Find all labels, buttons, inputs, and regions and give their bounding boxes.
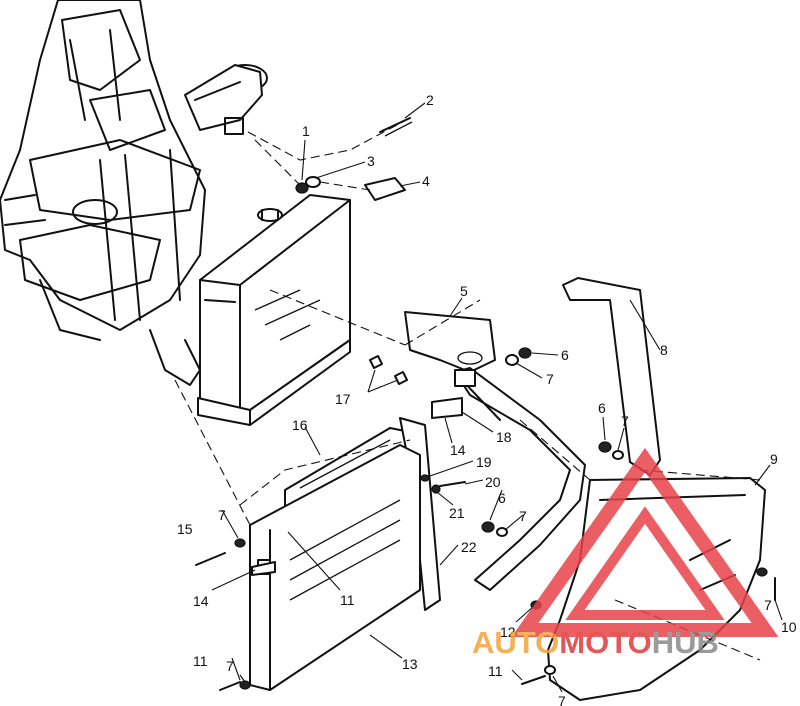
callout-11c: 11: [340, 592, 355, 608]
callout-6c: 6: [498, 490, 506, 506]
callout-2: 2: [426, 92, 434, 108]
callout-22: 22: [461, 539, 477, 555]
callout-11b: 11: [488, 663, 503, 679]
callout-8: 8: [660, 342, 668, 358]
callout-17: 17: [335, 391, 351, 407]
callout-15: 15: [177, 521, 193, 537]
callout-19: 19: [476, 454, 492, 470]
radiator: [197, 194, 351, 426]
callout-14b: 14: [450, 442, 466, 458]
frame-assembly: [0, 0, 268, 386]
callout-1: 1: [302, 123, 310, 139]
callout-6: 6: [561, 347, 569, 363]
callout-labels: 1 2 3 4 5 6 7 8 6 7 9 10 11 11 11 12 13 …: [177, 92, 797, 706]
callout-7g: 7: [764, 597, 772, 613]
callout-13: 13: [402, 656, 418, 672]
callout-3: 3: [367, 153, 375, 169]
callout-9: 9: [770, 451, 778, 467]
fasteners: [195, 117, 776, 691]
callout-6b: 6: [598, 400, 606, 416]
callout-21: 21: [449, 505, 465, 521]
callout-12: 12: [500, 624, 516, 640]
callout-7d: 7: [218, 507, 226, 523]
callout-14a: 14: [193, 593, 209, 609]
callout-4: 4: [422, 173, 430, 189]
watermark-text: AUTOMOTOHUB: [472, 625, 719, 660]
callout-7e: 7: [226, 658, 234, 674]
callout-7f: 7: [558, 693, 566, 706]
callout-7c: 7: [519, 508, 527, 524]
watermark-triangle-inner-icon: [565, 506, 725, 620]
bracket-5: [404, 311, 496, 373]
assembly-lines: [174, 117, 761, 661]
callout-7: 7: [546, 371, 554, 387]
watermark-triangle-icon: [511, 447, 779, 637]
callout-11a: 11: [193, 653, 208, 669]
callout-7b: 7: [621, 413, 629, 429]
watermark-logo: AUTOMOTOHUB: [472, 447, 779, 660]
leader-lines: [211, 102, 783, 693]
callout-18: 18: [496, 429, 512, 445]
callout-16: 16: [292, 417, 308, 433]
callout-10: 10: [781, 619, 797, 635]
callout-5: 5: [460, 283, 468, 299]
callout-20: 20: [485, 474, 501, 490]
